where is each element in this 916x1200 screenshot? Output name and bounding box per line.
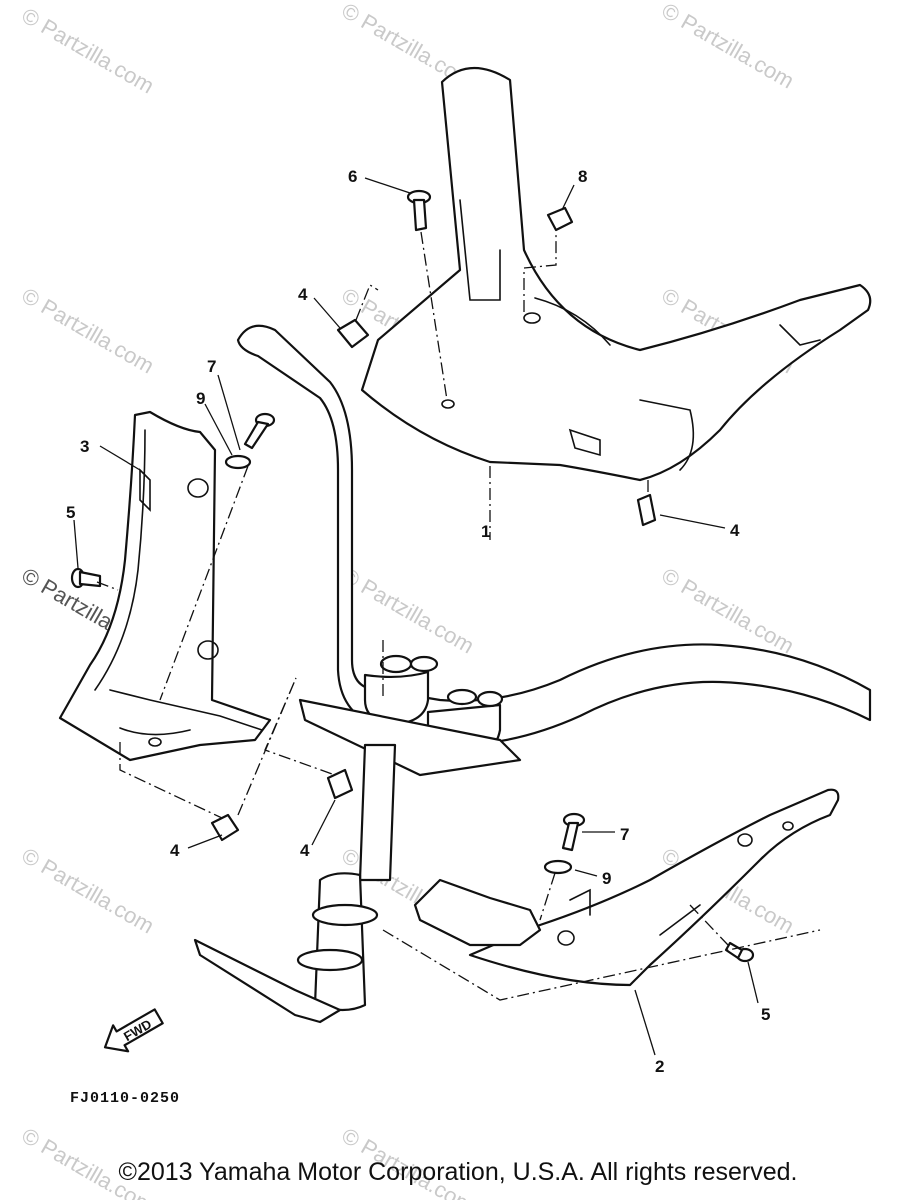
screw-7-right bbox=[561, 812, 586, 852]
assembly-lines bbox=[96, 231, 821, 1001]
callout-7: 7 bbox=[207, 357, 216, 376]
watermark: © Partzilla.com bbox=[18, 843, 159, 939]
bolt-5-left bbox=[70, 567, 102, 589]
nut-8 bbox=[546, 206, 574, 232]
nut-4-bottom-mid bbox=[326, 768, 354, 800]
washer-9-right bbox=[543, 859, 573, 875]
nut-4-top bbox=[336, 318, 370, 349]
callout-3: 3 bbox=[80, 437, 89, 456]
watermark: © Partzilla.com bbox=[18, 3, 159, 99]
callout-9: 9 bbox=[602, 869, 611, 888]
right-side-cover-part-2 bbox=[413, 788, 840, 987]
callout-1: 1 bbox=[481, 522, 490, 541]
left-side-cover-part-3 bbox=[58, 410, 272, 762]
callout-7: 7 bbox=[620, 825, 629, 844]
nut-4-bottom-left bbox=[210, 813, 240, 842]
callout-2: 2 bbox=[655, 1057, 664, 1076]
callout-8: 8 bbox=[578, 167, 587, 186]
callout-4: 4 bbox=[300, 841, 310, 860]
handlebar bbox=[236, 324, 872, 747]
callout-4: 4 bbox=[298, 285, 308, 304]
screw-7-left bbox=[243, 412, 276, 450]
leader-lines bbox=[73, 177, 759, 1056]
watermark: © Partzilla.com bbox=[18, 283, 159, 379]
callout-9: 9 bbox=[196, 389, 205, 408]
screw-6 bbox=[406, 189, 432, 232]
washer-9-left bbox=[224, 454, 252, 470]
watermark: © Partzilla.com bbox=[338, 563, 479, 659]
callout-5: 5 bbox=[761, 1005, 770, 1024]
callout-5: 5 bbox=[66, 503, 75, 522]
fwd-arrow-icon bbox=[103, 1008, 164, 1053]
callout-numbers: 6 8 4 7 9 3 5 1 4 4 4 7 9 5 2 bbox=[66, 167, 770, 1076]
front-cover-part-1 bbox=[360, 66, 872, 540]
steering-column bbox=[193, 640, 522, 1024]
callout-4: 4 bbox=[730, 521, 740, 540]
diagram-code: FJ0110-0250 bbox=[70, 1090, 181, 1107]
nut-4-right bbox=[636, 493, 657, 527]
callout-4: 4 bbox=[170, 841, 180, 860]
callout-6: 6 bbox=[348, 167, 357, 186]
watermark: © Partzilla.com bbox=[658, 563, 799, 659]
watermark: © Partzilla.com bbox=[658, 0, 799, 93]
fwd-arrow: FWD bbox=[103, 1008, 164, 1053]
copyright-notice: ©2013 Yamaha Motor Corporation, U.S.A. A… bbox=[118, 1158, 798, 1186]
